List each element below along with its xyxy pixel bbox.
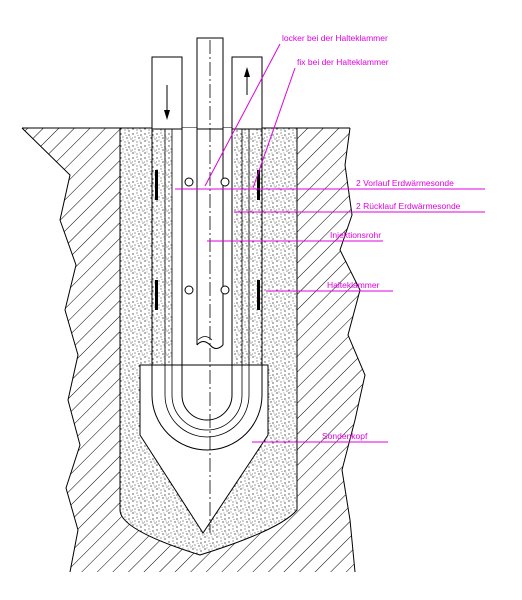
- annotation-leaders: [175, 43, 485, 443]
- label-halteklammer: Halteklammer: [327, 280, 380, 290]
- label-vorlauf: 2 Vorlauf Erdwärmesonde: [356, 178, 454, 188]
- u-tube-legs: [151, 129, 263, 451]
- upper-tubes: [151, 37, 263, 130]
- label-injektion: Injektionsrohr: [330, 230, 381, 240]
- label-locker: locker bei der Halteklammer: [282, 33, 388, 43]
- probe-head: [139, 364, 269, 534]
- holding-clamps: [184, 177, 230, 295]
- label-fix: fix bei der Halteklammer: [297, 57, 389, 67]
- leg-markers: [155, 170, 260, 310]
- up-arrow-icon: [244, 67, 250, 95]
- label-sondenkopf: Sondenkopf: [322, 431, 368, 441]
- soil-hatching: [21, 127, 366, 573]
- down-arrow-icon: [164, 85, 170, 120]
- label-ruecklauf: 2 Rücklauf Erdwärmesonde: [356, 201, 461, 211]
